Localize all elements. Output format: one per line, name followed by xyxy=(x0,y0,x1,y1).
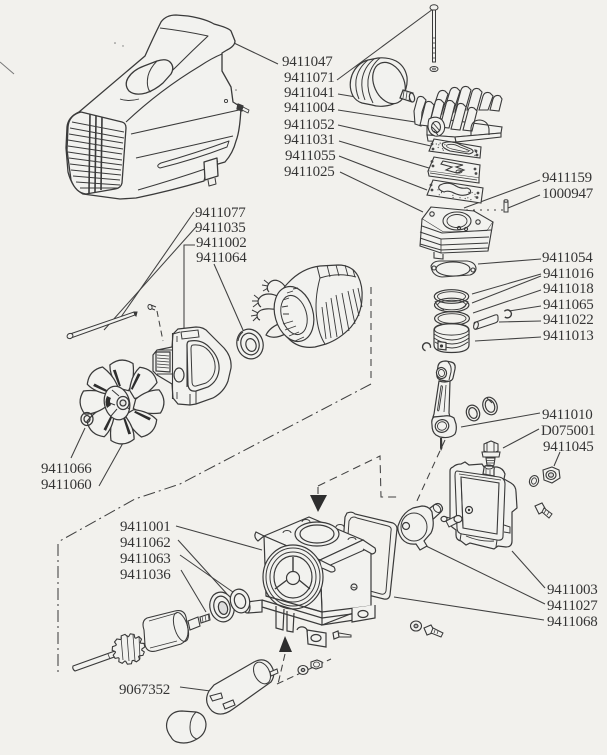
svg-text:9411062: 9411062 xyxy=(120,535,171,551)
svg-text:9411047: 9411047 xyxy=(282,54,333,70)
svg-text:9411045: 9411045 xyxy=(543,439,594,455)
svg-text:9411041: 9411041 xyxy=(284,85,335,101)
svg-text:9411159: 9411159 xyxy=(542,170,592,186)
svg-text:9411018: 9411018 xyxy=(543,281,594,297)
svg-text:9411036: 9411036 xyxy=(120,567,171,583)
svg-text:9411003: 9411003 xyxy=(547,582,598,598)
svg-text:9411054: 9411054 xyxy=(542,250,593,266)
svg-text:9411064: 9411064 xyxy=(196,250,247,266)
svg-text:9411031: 9411031 xyxy=(284,132,335,148)
svg-text:9411063: 9411063 xyxy=(120,551,171,567)
svg-text:9411004: 9411004 xyxy=(284,100,335,116)
svg-text:9411025: 9411025 xyxy=(284,164,335,180)
svg-text:9411068: 9411068 xyxy=(547,614,598,630)
svg-text:D075001: D075001 xyxy=(541,423,595,439)
svg-text:9411035: 9411035 xyxy=(195,220,246,236)
svg-text:9411071: 9411071 xyxy=(284,70,335,86)
svg-text:1000947: 1000947 xyxy=(542,186,594,202)
svg-text:9067352: 9067352 xyxy=(119,682,170,698)
svg-text:9411060: 9411060 xyxy=(41,477,92,493)
svg-text:9411066: 9411066 xyxy=(41,461,92,477)
svg-text:9411001: 9411001 xyxy=(120,519,171,535)
svg-text:9411027: 9411027 xyxy=(547,598,598,614)
svg-text:9411010: 9411010 xyxy=(542,407,593,423)
svg-text:9411055: 9411055 xyxy=(285,148,336,164)
svg-text:9411016: 9411016 xyxy=(543,266,594,282)
svg-text:9411077: 9411077 xyxy=(195,205,246,221)
svg-text:9411022: 9411022 xyxy=(543,312,594,328)
svg-text:9411065: 9411065 xyxy=(543,297,594,313)
svg-text:9411052: 9411052 xyxy=(284,117,335,133)
svg-text:9411002: 9411002 xyxy=(196,235,247,251)
svg-text:9411013: 9411013 xyxy=(543,328,594,344)
